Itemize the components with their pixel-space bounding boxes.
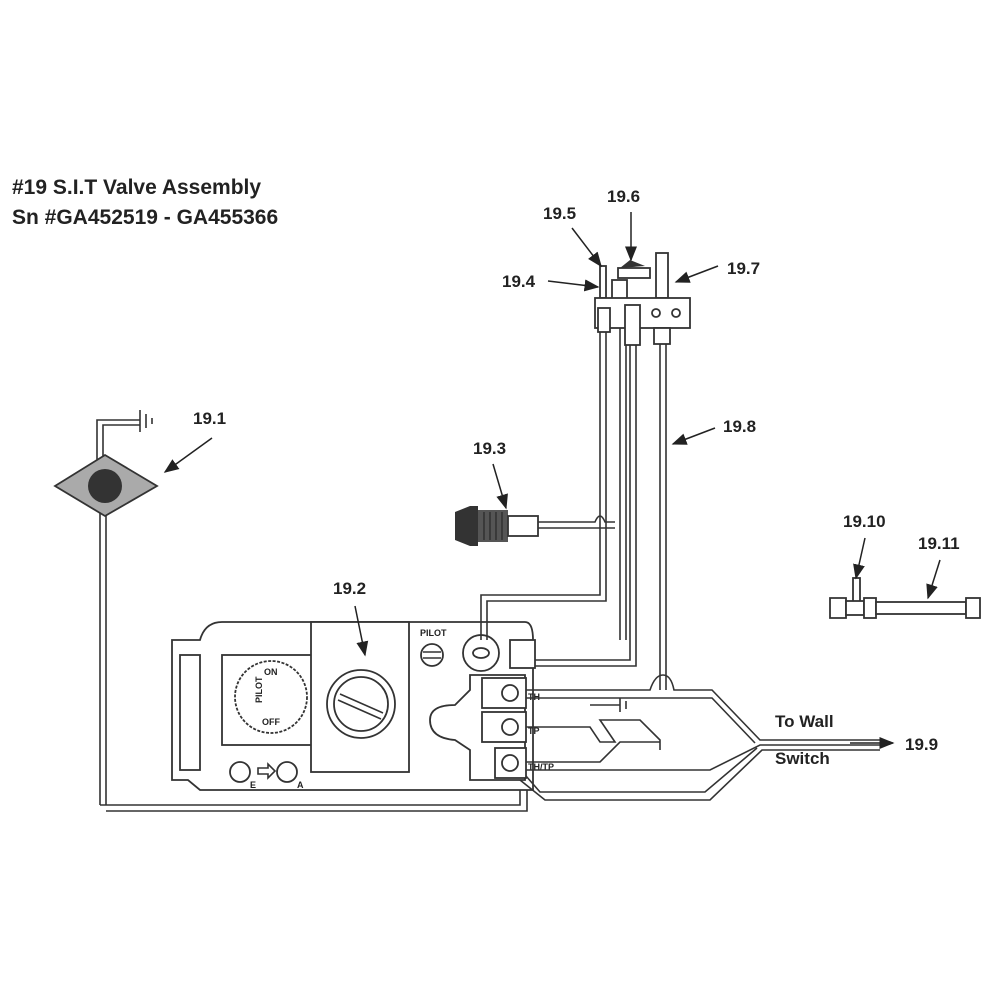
- ground-icon: [139, 410, 153, 432]
- dial-pilot-label: PILOT: [254, 676, 264, 703]
- ground-icon: [590, 698, 627, 712]
- to-wall-label: To Wall: [775, 712, 834, 731]
- title-line-2: Sn #GA452519 - GA455366: [12, 206, 278, 229]
- arrow-icon: [354, 605, 369, 657]
- title-line-1: #19 S.I.T Valve Assembly: [12, 176, 261, 199]
- tp-label: TP: [528, 726, 540, 736]
- dial-on-label: ON: [264, 667, 278, 677]
- callouts: 19.1 19.2 19.3 19.4 19.5 19.6 19.7 19.8 …: [163, 187, 960, 754]
- th-label: TH: [528, 692, 540, 702]
- arrow-icon: [674, 265, 719, 283]
- pilot-tube-fitting-19-10-19-11: [829, 577, 981, 619]
- a-label: A: [297, 780, 304, 790]
- arrow-icon: [853, 537, 866, 580]
- callout-19-6: 19.6: [607, 187, 640, 206]
- pilot-label: PILOT: [420, 628, 447, 638]
- igniter-button-19-1: [53, 410, 159, 805]
- arrow-icon: [547, 279, 600, 292]
- arrow-icon: [671, 427, 716, 445]
- e-label: E: [250, 780, 256, 790]
- terminal-block: TH TP TH/TP: [481, 677, 554, 779]
- gas-valve-19-2: ON PILOT OFF PILOT E A TH TP TH/TP: [171, 621, 554, 791]
- callout-19-7: 19.7: [727, 259, 760, 278]
- callout-19-1: 19.1: [193, 409, 226, 428]
- piezo-igniter-19-3: [455, 506, 615, 546]
- callout-19-2: 19.2: [333, 579, 366, 598]
- callout-19-3: 19.3: [473, 439, 506, 458]
- callout-19-8: 19.8: [723, 417, 756, 436]
- callout-19-4: 19.4: [502, 272, 536, 291]
- callout-19-5: 19.5: [543, 204, 576, 223]
- arrow-icon: [571, 227, 602, 268]
- callout-19-11: 19.11: [918, 534, 960, 553]
- thtp-label: TH/TP: [528, 762, 554, 772]
- dial-off-label: OFF: [262, 717, 280, 727]
- callout-19-10: 19.10: [843, 512, 886, 531]
- switch-label: Switch: [775, 749, 830, 768]
- arrow-icon: [492, 463, 508, 510]
- pilot-tubing: [480, 300, 667, 690]
- pilot-assembly: [594, 252, 691, 346]
- wall-switch-wires: [519, 674, 895, 801]
- callout-19-9: 19.9: [905, 735, 938, 754]
- title: #19 S.I.T Valve Assembly Sn #GA452519 - …: [12, 176, 278, 229]
- arrow-icon: [163, 437, 213, 473]
- arrow-icon: [926, 559, 941, 600]
